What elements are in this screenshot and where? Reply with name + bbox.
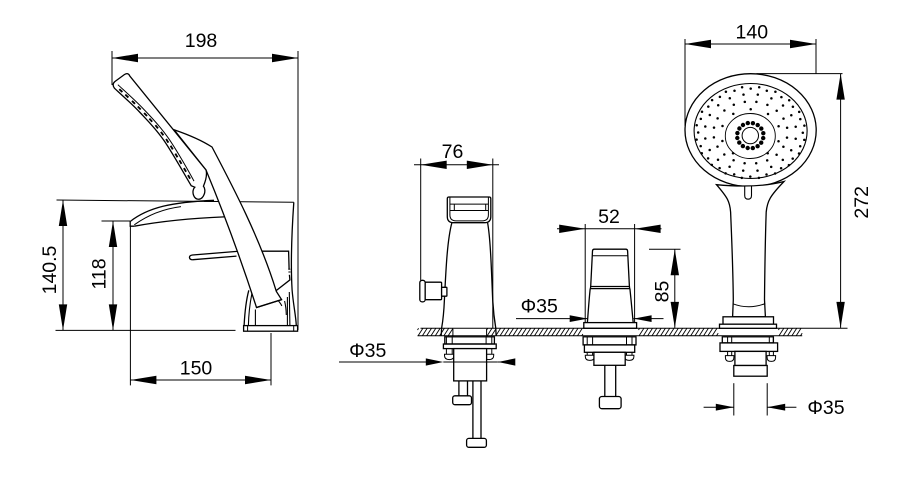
svg-text:Φ35: Φ35 bbox=[521, 296, 558, 318]
svg-text:198: 198 bbox=[185, 30, 218, 52]
svg-text:85: 85 bbox=[652, 281, 674, 303]
svg-text:118: 118 bbox=[89, 258, 111, 289]
svg-text:Φ35: Φ35 bbox=[807, 397, 844, 419]
svg-text:272: 272 bbox=[851, 186, 873, 219]
svg-text:52: 52 bbox=[598, 206, 620, 228]
svg-text:Φ35: Φ35 bbox=[349, 340, 386, 362]
svg-text:76: 76 bbox=[442, 141, 464, 163]
svg-text:150: 150 bbox=[180, 358, 213, 380]
svg-text:140: 140 bbox=[736, 21, 769, 43]
svg-text:140.5: 140.5 bbox=[39, 245, 61, 294]
